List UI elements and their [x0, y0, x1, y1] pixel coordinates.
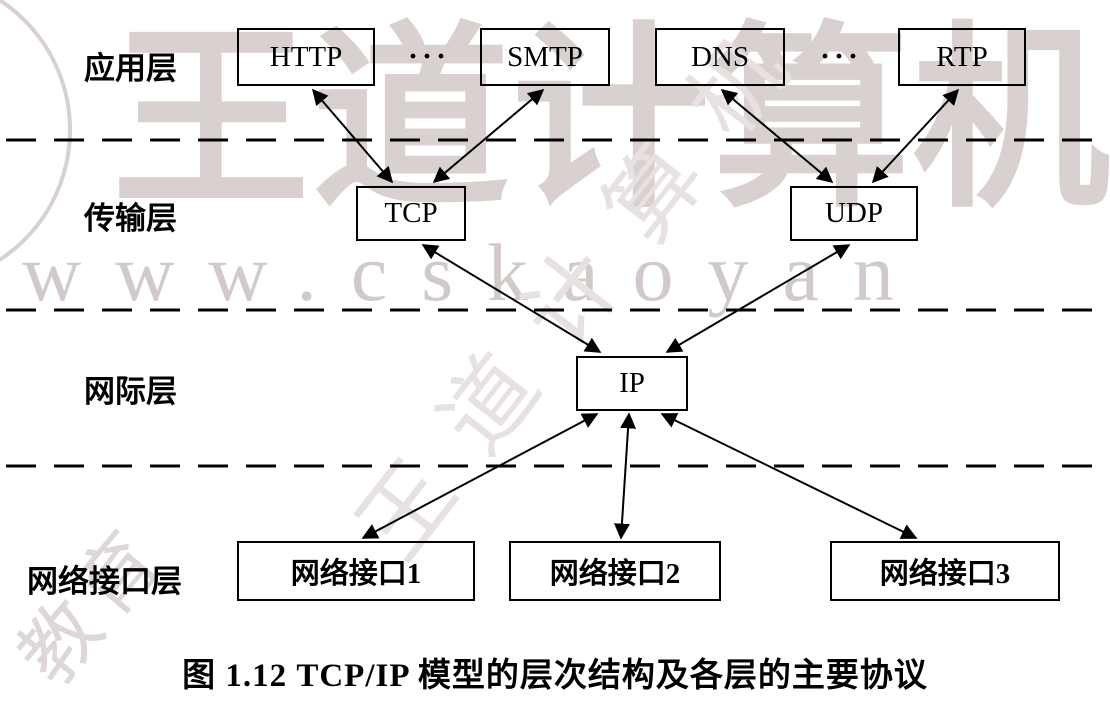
- node-smtp: SMTP: [480, 28, 610, 86]
- arrow-ip-ni3: [660, 413, 918, 539]
- arrow-smtp-tcp: [432, 88, 545, 184]
- arrow-rtp-udp: [871, 88, 960, 184]
- layer-label-application: 应用层: [84, 51, 177, 86]
- arrow-dns-udp: [720, 88, 834, 184]
- node-http: HTTP: [237, 28, 375, 86]
- node-ip: IP: [576, 356, 688, 411]
- node-dns: DNS: [655, 28, 785, 86]
- arrow-ip-ni2: [613, 412, 637, 540]
- arrow-udp-ip: [665, 244, 851, 353]
- layer-label-internet: 网际层: [84, 374, 177, 409]
- watermark-url-text: www.cskaoyan: [22, 227, 928, 318]
- node-network-interface-1: 网络接口1: [237, 541, 475, 601]
- arrow-tcp-ip: [421, 244, 602, 353]
- node-rtp: RTP: [898, 28, 1026, 86]
- arrow-http-tcp: [311, 88, 394, 184]
- figure-caption: 图 1.12 TCP/IP 模型的层次结构及各层的主要协议: [182, 658, 928, 694]
- node-network-interface-2: 网络接口2: [509, 541, 721, 601]
- node-tcp: TCP: [356, 186, 466, 241]
- layer-label-transport: 传输层: [84, 201, 177, 236]
- node-udp: UDP: [790, 186, 918, 241]
- ellipsis-application-1: ···: [407, 40, 450, 73]
- node-network-interface-3: 网络接口3: [830, 541, 1060, 601]
- watermark-diagonal-text: 王道计算机: [338, 0, 832, 578]
- arrow-ip-ni1: [361, 413, 599, 539]
- ellipsis-application-2: ···: [819, 40, 862, 73]
- layer-label-network-interface: 网络接口层: [27, 564, 182, 599]
